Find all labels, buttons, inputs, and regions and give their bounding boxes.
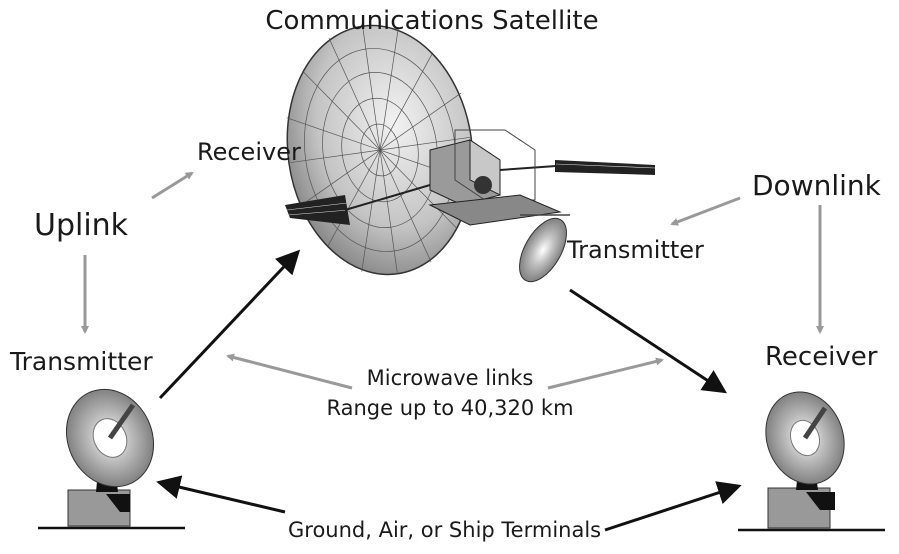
- terminals-right-arrow: [604, 481, 742, 532]
- downlink-label: Downlink: [752, 169, 881, 202]
- satellite-transmitter-label: Transmitter: [567, 236, 704, 264]
- ground-transmitter-label: Transmitter: [10, 347, 153, 376]
- terminals-left-arrow: [156, 475, 286, 514]
- terminals-label: Ground, Air, or Ship Terminals: [288, 518, 602, 542]
- ground-transmitter-dish-icon: [38, 388, 185, 530]
- downlink-beam-arrow: [569, 288, 728, 394]
- ground-receiver-label: Receiver: [765, 342, 878, 372]
- microwave-right-arrow: [547, 357, 664, 390]
- diagram-title: Communications Satellite: [265, 6, 599, 36]
- microwave-left-arrow: [226, 353, 353, 390]
- satellite-icon: [285, 24, 656, 283]
- uplink-label: Uplink: [34, 208, 129, 243]
- downlink-to-transmitter-arrow: [670, 196, 741, 226]
- satellite-receiver-label: Receiver: [197, 138, 301, 166]
- ground-receiver-dish-icon: [738, 391, 885, 532]
- uplink-to-receiver-arrow: [151, 171, 194, 200]
- range-label: Range up to 40,320 km: [326, 396, 574, 420]
- microwave-links-label: Microwave links: [366, 366, 534, 390]
- uplink-beam-arrow: [158, 249, 301, 400]
